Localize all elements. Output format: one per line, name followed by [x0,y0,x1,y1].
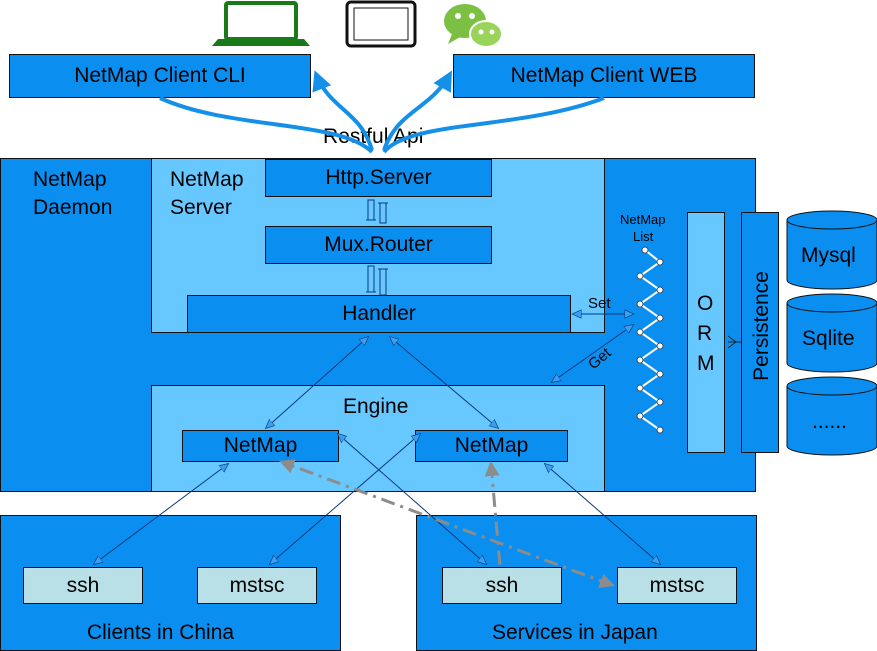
netmap-right-china-mstsc-arrow [270,434,420,564]
orm-letter-o: O [697,292,714,315]
sqlite-label: Sqlite [802,327,855,350]
persistence-orm-arrow [727,335,741,349]
dashed-flow-netmap-right-to-ssh [484,461,502,567]
netmap-list-label-line1: NetMap [620,212,666,227]
http-server-box: Http.Server [265,159,492,197]
laptop-icon [212,1,310,46]
netmap-list-label-line2: List [633,229,654,244]
mux-handler-arrows [366,265,388,296]
netmap-left-japan-ssh-arrow [338,434,486,564]
server-title-line2: Server [170,196,232,219]
cli-client-label: NetMap Client CLI [74,64,246,87]
orm-box [687,212,725,453]
other-db-icon [786,376,877,456]
orm-letter-m: M [697,352,715,375]
china-mstsc-label: mstsc [229,573,285,597]
daemon-title-line1: NetMap [33,168,107,191]
cli-curve [159,96,374,154]
netmap-list-chain [638,249,662,431]
web-client-label: NetMap Client WEB [510,64,698,87]
http-server-label: Http.Server [325,166,432,189]
api-arrow-web [382,70,452,151]
sqlite-db-icon [786,293,877,373]
other-db-label: ...... [812,410,848,433]
web-curve [382,96,605,154]
mux-router-label: Mux.Router [324,233,433,256]
japan-mstsc-box: mstsc [617,567,737,604]
handler-box: Handler [187,295,571,333]
api-arrow-cli [312,70,374,151]
netmap-list-nodes [636,246,664,434]
orm-letter-r: R [697,322,713,345]
get-arrow [552,325,633,382]
daemon-title-line2: Daemon [33,196,113,219]
server-title-line1: NetMap [170,168,244,191]
handler-label: Handler [342,302,416,325]
web-client-box: NetMap Client WEB [453,54,755,98]
clients-in-china-label: Clients in China [87,621,235,644]
cli-client-box: NetMap Client CLI [9,54,311,98]
mux-router-box: Mux.Router [265,226,492,264]
handler-netmap-left-arrow [266,337,368,428]
china-ssh-label: ssh [66,573,100,597]
http-mux-arrows [366,199,388,224]
tablet-icon [345,0,417,48]
device-icons [212,0,503,48]
mysql-db-icon [786,210,877,290]
japan-mstsc-label: mstsc [649,573,705,597]
handler-netmap-right-arrow [390,337,498,428]
dashed-flow-mstsc-to-netmap-left [279,459,615,588]
mysql-label: Mysql [801,244,856,267]
netmap-left-china-ssh-arrow [94,464,228,564]
set-label: Set [588,295,611,312]
services-in-japan-label: Services in Japan [492,621,658,644]
china-ssh-box: ssh [23,567,143,604]
netmap-right-japan-mstsc-arrow [545,464,660,564]
wechat-icon [444,4,503,48]
persistence-box [741,212,779,453]
